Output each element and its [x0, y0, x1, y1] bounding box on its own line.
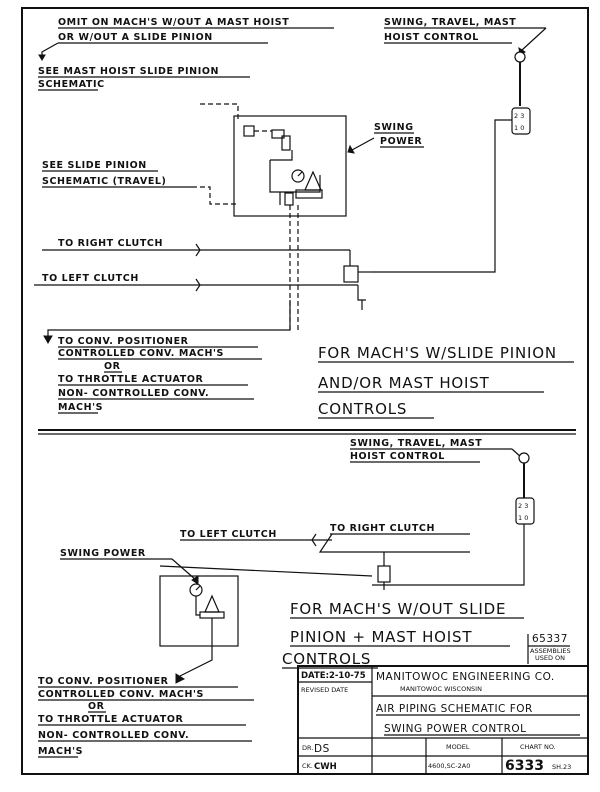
tb-sheet: SH.23 [552, 763, 571, 771]
bottom-conv-positioner-line2: CONTROLLED CONV. MACH'S [38, 689, 204, 700]
top-swing-power-label-line2: POWER [380, 136, 422, 147]
bottom-throttle-line2: NON- CONTROLLED CONV. [38, 730, 189, 741]
top-swing-power-label-line1: SWING [374, 122, 414, 133]
top-conv-positioner-line2: CONTROLLED CONV. MACH'S [58, 348, 224, 359]
assembly-number: 65337 [532, 633, 568, 645]
tb-drawn-label: DR. [302, 744, 313, 752]
top-throttle-line2: NON- CONTROLLED CONV. [58, 388, 209, 399]
tb-chart-number: 6333 [505, 758, 544, 774]
top-swing-power-enclosure [233, 115, 347, 217]
see-mast-label-line2: SCHEMATIC [38, 79, 105, 90]
bottom-right-clutch-label: TO RIGHT CLUTCH [330, 523, 435, 534]
bottom-throttle-line1: TO THROTTLE ACTUATOR [38, 714, 184, 725]
bottom-shuttle-valve [377, 565, 391, 583]
top-right-clutch-label: TO RIGHT CLUTCH [58, 238, 163, 249]
top-left-clutch-label: TO LEFT CLUTCH [42, 273, 139, 284]
tb-title-line2: SWING POWER CONTROL [384, 723, 527, 735]
top-caption-line2: AND/OR MAST HOIST [318, 374, 490, 392]
top-stm-label-line2: HOIST CONTROL [384, 32, 479, 43]
tb-date: DATE:2-10-75 [301, 671, 366, 681]
tb-model-label: MODEL [446, 743, 470, 751]
tb-checked-by: CWH [314, 762, 337, 772]
omit-note-line1: OMIT ON MACH'S W/OUT A MAST HOIST [58, 17, 289, 28]
tb-checked-label: CK. [302, 762, 313, 770]
top-caption-line1: FOR MACH'S W/SLIDE PINION [318, 344, 557, 362]
top-valve-ports-top: 2 3 [514, 112, 524, 120]
bottom-stm-label-line2: HOIST CONTROL [350, 451, 445, 462]
top-diagram: OMIT ON MACH'S W/OUT A MAST HOIST OR W/O… [34, 17, 574, 419]
tb-location: MANITOWOC WISCONSIN [400, 685, 482, 693]
omit-note-line2: OR W/OUT A SLIDE PINION [58, 32, 213, 43]
bottom-control-valve [515, 497, 535, 525]
bottom-stm-label-line1: SWING, TRAVEL, MAST [350, 438, 482, 449]
bottom-swing-power-label: SWING POWER [60, 548, 146, 559]
top-caption-line3: CONTROLS [318, 400, 407, 418]
tb-chart-label: CHART NO. [520, 743, 556, 751]
top-throttle-line3: MACH'S [58, 402, 103, 413]
top-stm-label-line1: SWING, TRAVEL, MAST [384, 17, 516, 28]
top-valve-ports-bottom: 1 0 [514, 124, 524, 132]
tb-drawn-by: DS [314, 743, 330, 755]
top-shuttle-valve [343, 265, 359, 283]
assemblies-label-line2: USED ON [535, 654, 565, 662]
bottom-caption-line2: PINION + MAST HOIST [290, 628, 472, 646]
bottom-valve-ports-bottom: 1 0 [518, 514, 528, 522]
tb-model: 4600,SC-2A0 [428, 762, 470, 770]
top-or-label: OR [104, 361, 121, 372]
bottom-swing-power-enclosure [159, 575, 239, 647]
bottom-throttle-line3: MACH'S [38, 746, 83, 757]
top-throttle-line1: TO THROTTLE ACTUATOR [58, 374, 204, 385]
bottom-caption-line1: FOR MACH'S W/OUT SLIDE [290, 600, 506, 618]
title-block: 65337 ASSEMBLIES USED ON DATE:2-10-75 RE… [297, 633, 589, 775]
tb-company: MANITOWOC ENGINEERING CO. [376, 671, 555, 683]
tb-revised-date: REVISED DATE [301, 686, 348, 694]
top-control-handle-icon [514, 51, 526, 63]
bottom-left-clutch-label: TO LEFT CLUTCH [180, 529, 277, 540]
bottom-control-handle-icon [518, 452, 530, 464]
see-slide-label-line1: SEE SLIDE PINION [42, 160, 147, 171]
bottom-or-label: OR [88, 701, 105, 712]
assemblies-label-line1: ASSEMBLIES [530, 647, 571, 655]
see-slide-label-line2: SCHEMATIC (TRAVEL) [42, 176, 167, 187]
bottom-diagram: SWING, TRAVEL, MAST HOIST CONTROL 2 3 1 … [38, 438, 535, 758]
top-control-valve [511, 107, 531, 135]
top-conv-positioner-line1: TO CONV. POSITIONER [58, 336, 189, 347]
see-mast-label-line1: SEE MAST HOIST SLIDE PINION [38, 66, 219, 77]
bottom-valve-ports-top: 2 3 [518, 502, 528, 510]
tb-title-line1: AIR PIPING SCHEMATIC FOR [376, 703, 533, 715]
bottom-caption-line3: CONTROLS [282, 650, 371, 668]
bottom-conv-positioner-line1: TO CONV. POSITIONER [38, 676, 169, 687]
top-pressure-gauge-icon [291, 169, 305, 183]
